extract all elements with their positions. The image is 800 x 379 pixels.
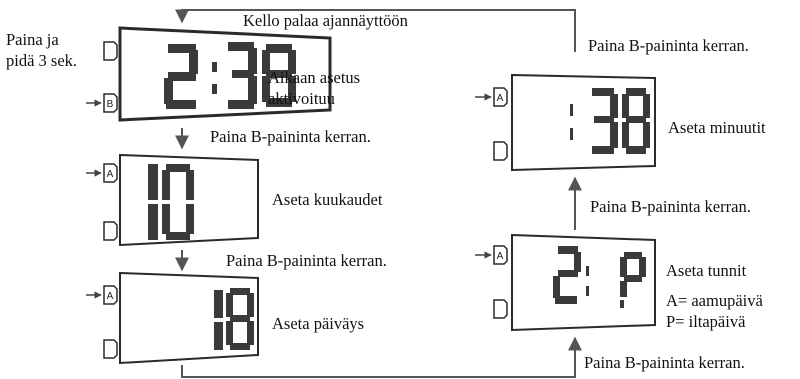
button-icon-b-step1 (103, 93, 118, 113)
button-icon-b-step3 (103, 339, 118, 359)
button-letter-a-step4: A (497, 251, 504, 262)
hold-instruction-line1: Paina ja (6, 30, 59, 49)
button-icon-b-step5 (493, 141, 508, 161)
return-loop-connector (175, 9, 576, 52)
lcd-digits-minutes (570, 88, 650, 154)
step-caption-activation-line2: aktivoituu (268, 89, 335, 108)
ampm-note-pm: P= iltapäivä (666, 312, 746, 331)
lcd-digits-months (148, 164, 194, 240)
lcd-frame-day (119, 271, 259, 365)
return-to-time-label: Kello palaa ajannäyttöön (243, 11, 408, 30)
button-icon-a-step3 (103, 285, 118, 305)
ampm-note-am: A= aamupäivä (666, 291, 763, 310)
transition-label-4: Paina B-paininta kerran. (590, 197, 751, 216)
step-caption-hours: Aseta tunnit (666, 261, 747, 280)
button-icon-a-step1 (103, 41, 118, 61)
step-caption-activation-line1: Aikaan asetus (268, 68, 361, 87)
button-letter-b-step1: B (107, 99, 114, 110)
button-letter-a-step3: A (107, 291, 114, 302)
transition-label-2: Paina B-paininta kerran. (226, 251, 387, 270)
step-caption-day: Aseta päiväys (272, 314, 365, 333)
lcd-digits-hours (553, 246, 646, 308)
transition-label-3: Paina B-paininta kerran. (584, 353, 745, 372)
button-icon-b-step2 (103, 221, 118, 241)
step-caption-minutes: Aseta minuutit (668, 118, 766, 137)
button-icon-a-step2 (103, 163, 118, 183)
hold-instruction-line2: pidä 3 sek. (6, 51, 78, 70)
button-icon-b-step4 (493, 299, 508, 319)
button-letter-a-step5: A (497, 93, 504, 104)
transition-label-1: Paina B-paininta kerran. (210, 127, 371, 146)
button-letter-a-step2: A (107, 169, 114, 180)
button-icon-a-step5 (493, 87, 508, 107)
lcd-frame-hours (511, 233, 656, 332)
button-icon-a-step4 (493, 245, 508, 265)
arrow-step3-to-step4 (181, 336, 582, 378)
transition-label-5: Paina B-paininta kerran. (588, 36, 749, 55)
lcd-digits-day (214, 288, 254, 350)
step-caption-months: Aseta kuukaudet (272, 190, 383, 209)
lcd-frame-minutes (511, 73, 656, 172)
lcd-digits-activation (164, 42, 296, 109)
